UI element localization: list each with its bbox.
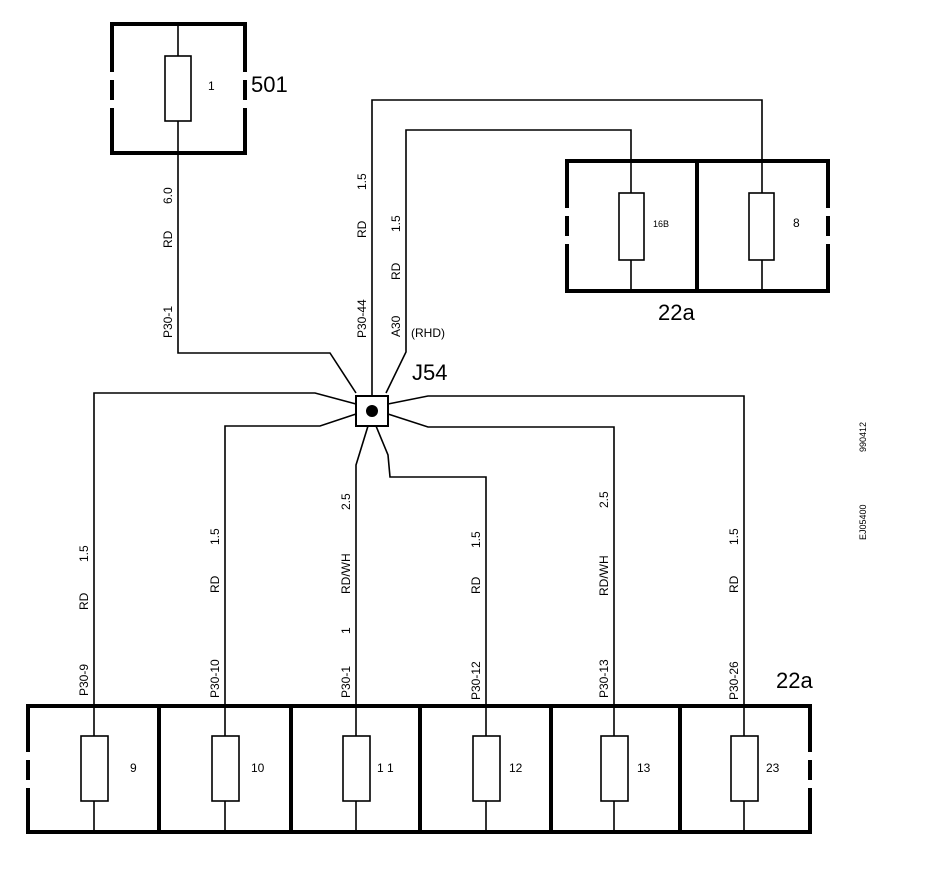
wire-color-label: RD/WH (339, 553, 353, 594)
wire-size-label: 1.5 (208, 528, 222, 545)
wire-p30-12 (375, 425, 487, 708)
fuse-box-501: 1 501 (108, 22, 288, 155)
wire-color-label: RD (77, 592, 91, 610)
wire-size-label: 1.5 (727, 528, 741, 545)
fuse-label-16b: 16B (653, 219, 669, 229)
lower-wire-labels: P30-9 RD 1.5 P30-10 RD 1.5 P30-1 1 RD/WH… (77, 491, 741, 700)
wire-size-label: 2.5 (597, 491, 611, 508)
fuse-22a-16b (618, 192, 645, 261)
junction-j54: J54 (RHD) (355, 326, 447, 427)
fuse-501-1 (164, 55, 192, 122)
fuse-box-22a-bottom: 9 10 1 1 12 13 23 22a (24, 668, 814, 834)
wire-size-label: 1.5 (355, 173, 369, 190)
wire-extra-label: 1 (339, 627, 353, 634)
fuse-13 (600, 735, 629, 802)
fuse-11 (342, 735, 371, 802)
wire-pin-label: P30-44 (355, 299, 369, 338)
wire-pin-label: P30-9 (77, 664, 91, 696)
wire-p30-26 (387, 395, 745, 708)
wire-size-label: 1.5 (469, 531, 483, 548)
wire-p30-44 (371, 99, 763, 396)
wire-p30-9 (93, 392, 357, 708)
wire-pin-label: P30-26 (727, 661, 741, 700)
wire-p30-1-top (177, 153, 357, 394)
fuse-box-22a-top: 16B 8 22a (563, 159, 832, 325)
wire-a30 (385, 129, 632, 394)
wire-pin-label: P30-1 (339, 666, 353, 698)
upper-wires (177, 99, 763, 396)
wire-color-label: RD (469, 576, 483, 594)
fuse-label-11: 1 1 (377, 761, 394, 775)
wire-color-label: RD/WH (597, 555, 611, 596)
fuse-22a-8 (748, 192, 775, 261)
wire-pin-label: P30-1 (161, 306, 175, 338)
reference-codes: EJ05400 990412 (858, 422, 868, 540)
fuse-10 (211, 735, 240, 802)
wire-p30-13 (387, 413, 615, 708)
fuse-23 (730, 735, 759, 802)
wire-size-label: 1.5 (77, 545, 91, 562)
wire-pin-label: P30-10 (208, 659, 222, 698)
ref-date: 990412 (858, 422, 868, 452)
fuse-9 (80, 735, 109, 802)
lower-wires (93, 392, 745, 708)
fuse-label-23: 23 (766, 761, 780, 775)
fuse-label-10: 10 (251, 761, 265, 775)
wire-color-label: RD (208, 575, 222, 593)
ref-code: EJ05400 (858, 504, 868, 540)
fuse-12 (472, 735, 501, 802)
fuse-box-22a-top-label: 22a (658, 300, 695, 325)
junction-label: J54 (412, 360, 447, 385)
fuse-box-22a-bottom-label: 22a (776, 668, 813, 693)
fuse-label-1: 1 (208, 79, 215, 93)
wire-size-label: 2.5 (339, 493, 353, 510)
fuse-label-9: 9 (130, 761, 137, 775)
wire-p30-1-bottom (355, 425, 369, 708)
wire-color-label: RD (161, 230, 175, 248)
wire-size-label: 1.5 (389, 215, 403, 232)
fuse-label-13: 13 (637, 761, 651, 775)
wire-color-label: RD (727, 575, 741, 593)
wire-color-label: RD (389, 262, 403, 280)
wire-color-label: RD (355, 220, 369, 238)
wire-size-label: 6.0 (161, 187, 175, 204)
rhd-label: (RHD) (411, 326, 445, 340)
wire-pin-label: A30 (389, 315, 403, 337)
wire-pin-label: P30-13 (597, 659, 611, 698)
upper-wire-labels: P30-1 RD 6.0 P30-44 RD 1.5 A30 RD 1.5 (161, 173, 403, 338)
wire-pin-label: P30-12 (469, 661, 483, 700)
wire-p30-10 (224, 413, 357, 708)
fuse-box-501-label: 501 (251, 72, 288, 97)
fuse-label-12: 12 (509, 761, 523, 775)
fuse-label-8: 8 (793, 216, 800, 230)
